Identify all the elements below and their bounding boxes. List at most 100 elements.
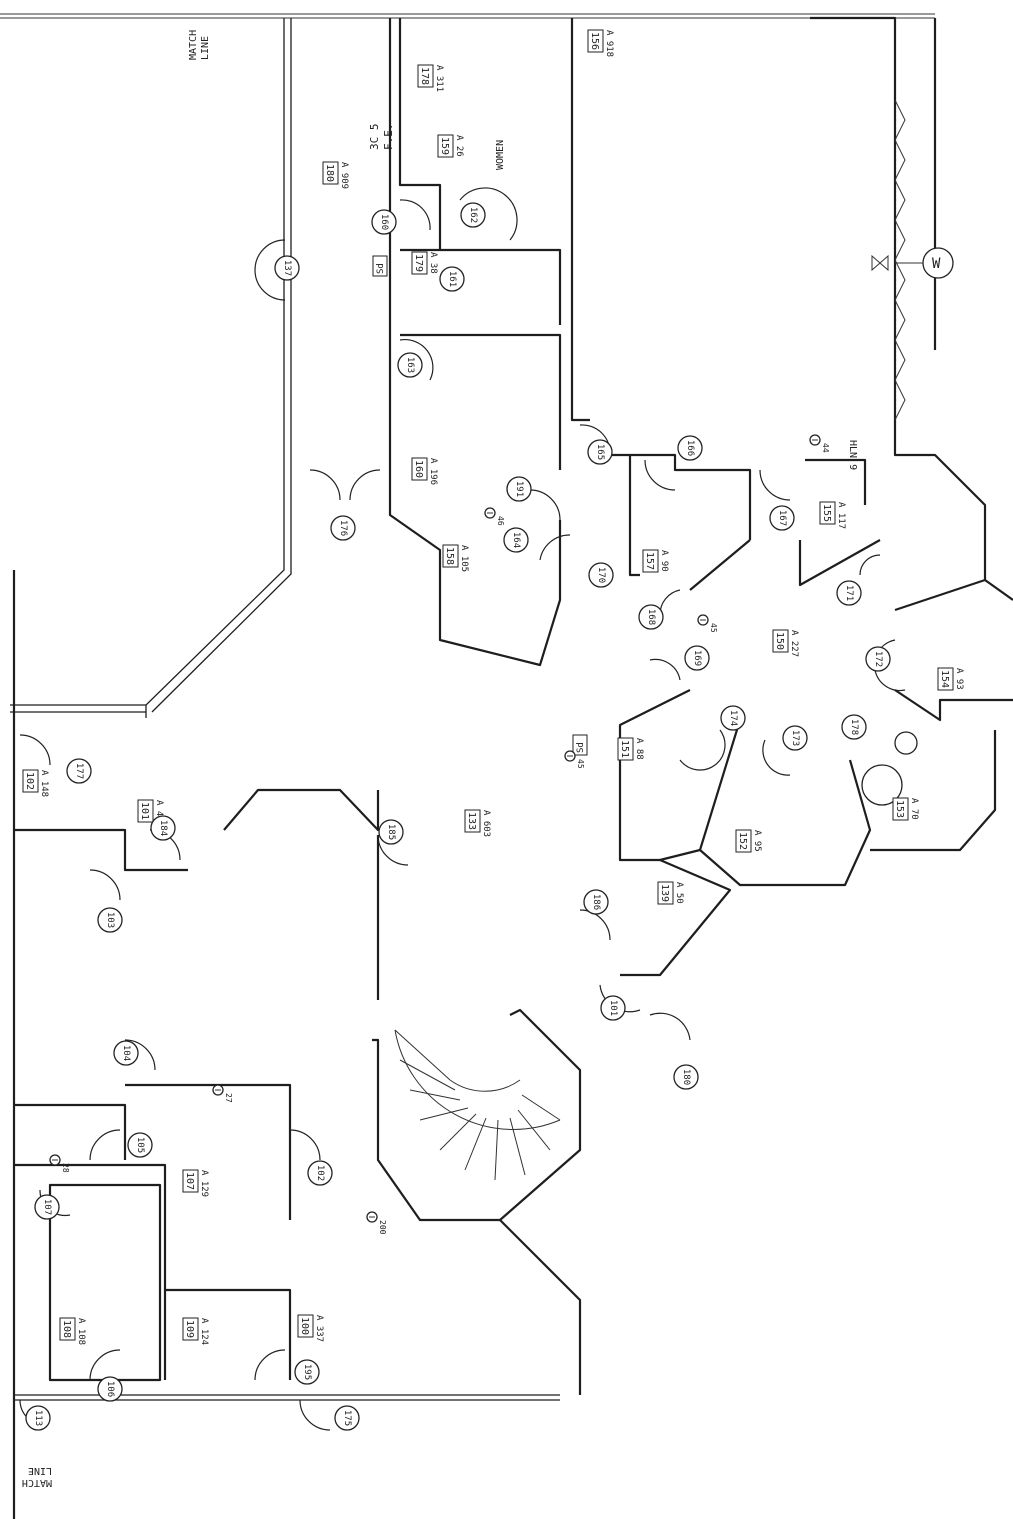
door-number: 161: [447, 271, 457, 287]
room-number: 154: [939, 670, 950, 688]
door-number-bubble: 186: [583, 889, 609, 915]
door-number-bubble: 113: [25, 1405, 51, 1431]
door-number-bubble: 180: [673, 1064, 699, 1090]
door-number: 137: [282, 260, 292, 276]
room-area: A 108: [76, 1318, 86, 1345]
room-area: A 95: [752, 830, 762, 852]
room-number: 157: [644, 552, 655, 570]
thermostat-marker: 45: [697, 614, 718, 633]
door-number-bubble: 174: [720, 705, 746, 731]
room-number: 151: [619, 740, 630, 758]
door-number-bubble: 102: [307, 1160, 333, 1186]
door-number-bubble: 168: [638, 604, 664, 630]
match-line-top-1: MATCH: [188, 30, 199, 60]
door-number: 160: [379, 214, 389, 230]
room-area: A 311: [434, 65, 444, 92]
door-number-bubble: 169: [684, 645, 710, 671]
room-tag: 180 A 909: [322, 161, 349, 189]
door-number-bubble: 106: [97, 1376, 123, 1402]
match-line-bottom-2: LINE: [28, 1465, 52, 1476]
door-number: 165: [595, 444, 605, 460]
marker-label: 46: [496, 516, 505, 526]
room-number: 150: [774, 632, 785, 650]
door-number: 169: [692, 650, 702, 666]
room-number: 180: [324, 164, 335, 182]
sd-tag-1: Sd: [372, 255, 388, 277]
room-area: A 196: [428, 458, 438, 485]
curtain-wall: [894, 99, 906, 421]
door-number-bubble: 166: [677, 435, 703, 461]
marker-label: 28: [61, 1163, 70, 1173]
meter-label: W: [932, 256, 941, 272]
room-area: A 90: [659, 550, 669, 572]
room-number: 102: [24, 772, 35, 790]
door-number-bubble: 178: [841, 714, 867, 740]
room-number: 152: [737, 832, 748, 850]
hln-label: HLN 9: [847, 440, 858, 470]
door-number: 170: [596, 567, 606, 583]
door-number: 166: [685, 440, 695, 456]
fe-label-2: F.E.: [382, 124, 395, 151]
door-number-bubble: 167: [769, 505, 795, 531]
room-area: A 918: [604, 30, 614, 57]
door-number: 186: [591, 894, 601, 910]
door-number-bubble: 176: [330, 515, 356, 541]
thermostat-marker: 46: [484, 507, 505, 526]
door-number: 107: [42, 1199, 52, 1215]
room-area: A 148: [39, 770, 49, 797]
svg-text:Sd: Sd: [576, 742, 586, 753]
door-number: 172: [873, 651, 883, 667]
room-tag: 156 A 918: [587, 29, 614, 57]
room-area: A 909: [339, 162, 349, 189]
room-number: 108: [61, 1320, 72, 1338]
room-area: A 105: [459, 545, 469, 572]
door-number-bubble: 160: [371, 209, 397, 235]
door-number-bubble: 171: [836, 580, 862, 606]
room-area: A 227: [789, 630, 799, 657]
door-number: 195: [302, 1364, 312, 1380]
room-number: 109: [184, 1320, 195, 1338]
door-number-bubble: 107: [34, 1194, 60, 1220]
door-number: 171: [844, 585, 854, 601]
room-number: 107: [184, 1172, 195, 1190]
spiral-stair: [394, 1029, 561, 1181]
door-number-bubble: 172: [865, 646, 891, 672]
room-number: 156: [589, 32, 600, 50]
room-number: 153: [894, 800, 905, 818]
sd-tag-2: Sd: [572, 734, 588, 756]
door-number: 185: [386, 824, 396, 840]
marker-label: 44: [821, 443, 830, 453]
room-area: A 50: [674, 882, 684, 904]
marker-label: 27: [224, 1093, 233, 1103]
door-number: 175: [342, 1410, 352, 1426]
door-number: 173: [790, 730, 800, 746]
door-number-bubble: 175: [334, 1405, 360, 1431]
door-number: 180: [681, 1069, 691, 1085]
room-tag: 108 A 108: [59, 1317, 86, 1345]
door-number-bubble: 162: [460, 202, 486, 228]
room-area: A 70: [909, 798, 919, 820]
fixtures: [861, 731, 918, 806]
room-area: A 489: [154, 800, 164, 827]
door-number: 178: [849, 719, 859, 735]
door-number: 184: [158, 820, 168, 836]
door-number: 168: [646, 609, 656, 625]
room-tag: 157 A 90: [642, 549, 669, 573]
door-number-bubble: 185: [378, 819, 404, 845]
water-meter: W: [871, 247, 954, 279]
door-number: 177: [74, 763, 84, 779]
door-number-bubble: 195: [294, 1359, 320, 1385]
room-area: A 26: [454, 135, 464, 157]
